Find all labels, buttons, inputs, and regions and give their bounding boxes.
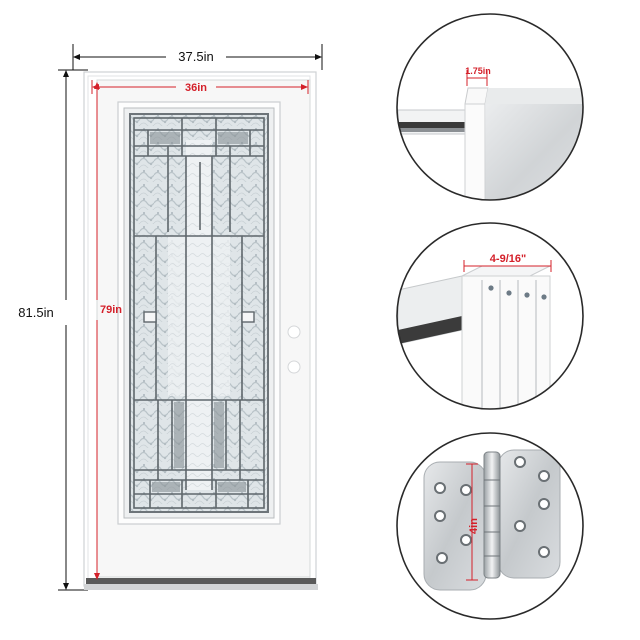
jamb-depth-detail: 4-9/16" xyxy=(396,222,584,410)
door-width-label: 37.5in xyxy=(178,49,213,64)
door-height-label: 81.5in xyxy=(18,305,53,320)
glass-height-dimension: 79in xyxy=(94,82,122,580)
door-thickness-label: 1.75in xyxy=(465,66,491,76)
glass-width-label: 36in xyxy=(185,82,207,94)
jamb-depth-label: 4-9/16" xyxy=(490,253,526,265)
overall-width-dimension: 37.5in xyxy=(72,44,323,70)
glass-width-dimension: 36in xyxy=(91,80,309,94)
hinge-size-label: 4in xyxy=(468,518,480,534)
decorative-glass-panel xyxy=(129,113,269,513)
glass-height-label: 79in xyxy=(100,304,122,316)
door-thickness-detail: 1.75in xyxy=(396,13,584,201)
hinge-detail: 4in xyxy=(396,432,584,620)
overall-height-dimension: 81.5in xyxy=(18,69,88,591)
lock-bores xyxy=(287,325,301,374)
